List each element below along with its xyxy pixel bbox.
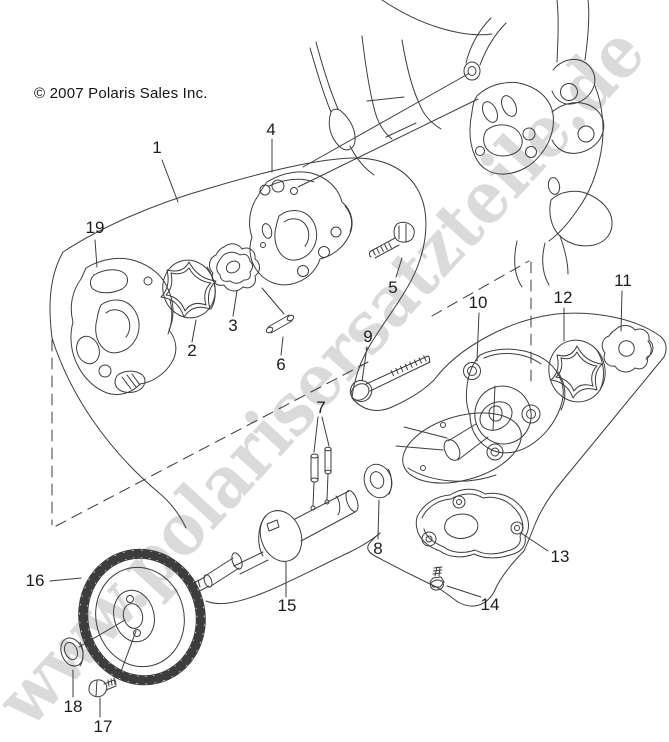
- leader-3: [232, 290, 238, 317]
- part-screw-5: [369, 221, 415, 259]
- callout-9: 9: [363, 327, 373, 346]
- part-washer-8: [363, 463, 393, 499]
- part-pump-body-10: [395, 348, 566, 484]
- part-shaft-15: [188, 490, 359, 595]
- callout-8: 8: [373, 539, 383, 558]
- part-pins-7: [310, 446, 332, 507]
- callout-11: 11: [614, 271, 632, 290]
- callout-17: 17: [93, 717, 113, 736]
- callout-19: 19: [85, 218, 105, 237]
- callout-12: 12: [553, 288, 573, 307]
- leader-11: [620, 290, 623, 332]
- part-outer-rotor-2: [160, 259, 217, 319]
- part-gasket-13: [415, 488, 529, 559]
- leader-14: [446, 585, 482, 598]
- callout-7: 7: [316, 398, 326, 417]
- part-bolt-9: [349, 355, 431, 402]
- leader-5: [395, 257, 403, 278]
- callout-3: 3: [228, 316, 238, 335]
- assembly-boundary-lines: [49, 157, 667, 607]
- callout-10: 10: [468, 293, 488, 312]
- callout-16: 16: [25, 571, 45, 590]
- part-bolt-17: [88, 677, 117, 698]
- leader-7a: [313, 416, 319, 453]
- part-gear-16: [78, 548, 206, 686]
- callout-13: 13: [550, 547, 570, 566]
- leader-16: [49, 577, 82, 582]
- callout-14: 14: [480, 595, 500, 614]
- pump-mounting-face: [469, 82, 554, 175]
- leader-2: [191, 319, 197, 343]
- leader-6: [280, 336, 284, 356]
- leader-10: [476, 312, 480, 362]
- leader-7b: [321, 416, 330, 447]
- alignment-dashed-lines: [51, 260, 532, 527]
- part-inner-rotor-11: [601, 325, 654, 373]
- copyright-notice: © 2007 Polaris Sales Inc.: [34, 85, 208, 102]
- callout-18: 18: [63, 697, 83, 716]
- callout-leader-lines: [49, 138, 623, 718]
- part-pump-housing-19: [70, 257, 177, 396]
- callout-1: 1: [152, 138, 162, 157]
- leader-19: [94, 239, 98, 268]
- callout-4: 4: [266, 120, 276, 139]
- part-pump-housing-4: [249, 171, 353, 286]
- callout-6: 6: [276, 355, 286, 374]
- callout-15: 15: [277, 596, 297, 615]
- leader-1: [161, 159, 179, 203]
- part-washer-18: [60, 637, 84, 667]
- part-screw-14: [429, 566, 445, 591]
- part-outer-rotor-12: [548, 339, 606, 403]
- leader-13: [520, 532, 549, 552]
- crankcase-drawing: [297, 0, 613, 288]
- part-inner-rotor-3: [208, 243, 260, 292]
- leader-8: [377, 499, 380, 540]
- leader-9: [361, 346, 368, 382]
- crankcase-boss-hole: [463, 61, 481, 81]
- callout-5: 5: [388, 278, 398, 297]
- part-pin-6: [261, 287, 295, 334]
- callout-2: 2: [187, 341, 197, 360]
